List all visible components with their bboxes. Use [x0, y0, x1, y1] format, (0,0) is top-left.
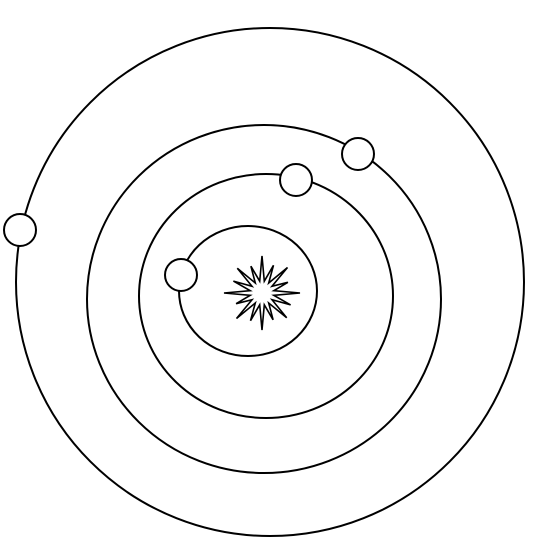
- planet-2: [280, 164, 312, 196]
- planet-4: [4, 214, 36, 246]
- planet-1: [165, 259, 197, 291]
- planet-3: [342, 138, 374, 170]
